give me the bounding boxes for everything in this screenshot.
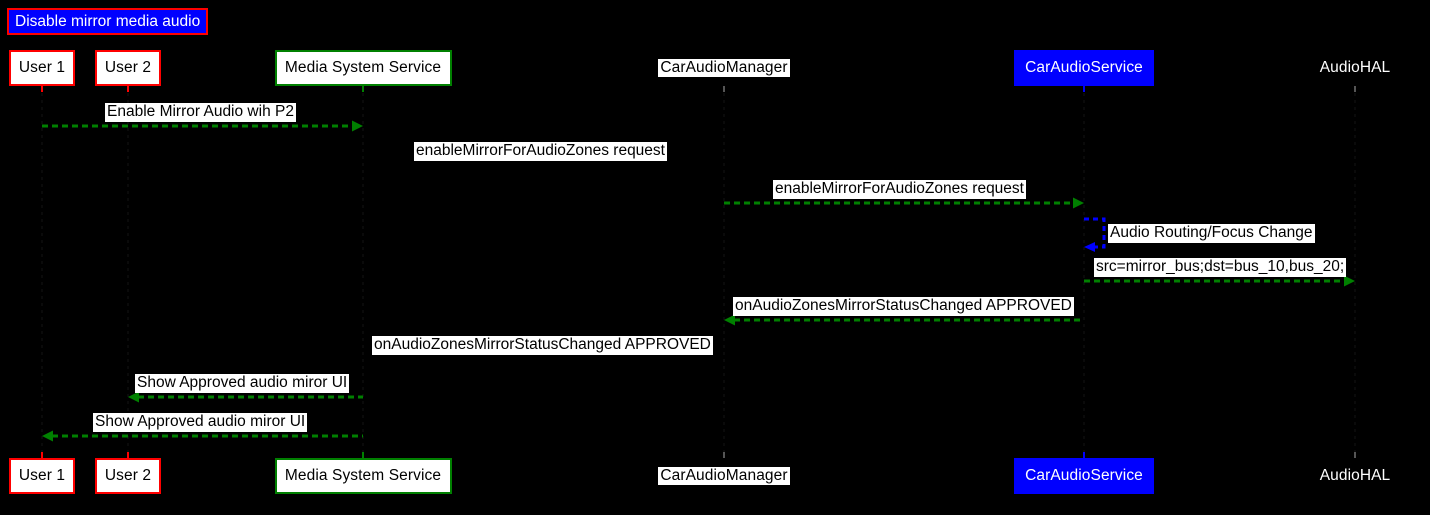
message-msg-show-approved-audio-miror-ui-1 — [128, 391, 363, 403]
participant-top-car-audio-service[interactable]: CarAudioService — [1014, 50, 1154, 86]
message-label-msg-enable-mirror-for-audio-zones-request-2: enableMirrorForAudioZones request — [773, 180, 1026, 199]
message-msg-enable-mirror-audio-wih-p2 — [42, 120, 363, 132]
message-msg-src-mirror-bus — [1084, 275, 1355, 287]
participant-label: Media System Service — [284, 59, 442, 77]
message-msg-audio-routing-focus-change — [1084, 217, 1106, 252]
participant-top-user2[interactable]: User 2 — [95, 50, 161, 86]
participant-label: User 2 — [104, 59, 152, 77]
participant-bottom-car-audio-service[interactable]: CarAudioService — [1014, 458, 1154, 494]
diagram-title-badge: Disable mirror media audio — [7, 8, 209, 35]
participant-label: AudioHAL — [1317, 467, 1393, 485]
participant-bottom-audio-hal[interactable]: AudioHAL — [1155, 458, 1430, 494]
message-label-msg-show-approved-audio-miror-ui-1: Show Approved audio miror UI — [135, 374, 350, 393]
participant-label: CarAudioManager — [658, 59, 790, 77]
participant-label: User 1 — [18, 59, 66, 77]
message-label-msg-on-audio-zones-mirror-status-changed-approved-1: onAudioZonesMirrorStatusChanged APPROVED — [733, 297, 1074, 316]
message-label-msg-src-mirror-bus: src=mirror_bus;dst=bus_10,bus_20; — [1094, 258, 1347, 277]
participant-bottom-media-system-service[interactable]: Media System Service — [274, 458, 452, 494]
message-label-msg-enable-mirror-audio-wih-p2: Enable Mirror Audio wih P2 — [105, 103, 296, 122]
diagram-title-text: Disable mirror media audio — [15, 12, 201, 30]
participant-label: CarAudioService — [1025, 467, 1143, 485]
message-msg-show-approved-audio-miror-ui-2 — [42, 430, 363, 442]
message-label-msg-enable-mirror-for-audio-zones-request-1: enableMirrorForAudioZones request — [414, 142, 667, 161]
participant-top-media-system-service[interactable]: Media System Service — [274, 50, 452, 86]
participant-bottom-car-audio-manager[interactable]: CarAudioManager — [524, 458, 924, 494]
participant-label: CarAudioService — [1025, 59, 1143, 77]
participant-top-audio-hal[interactable]: AudioHAL — [1155, 50, 1430, 86]
participant-label: User 1 — [18, 467, 66, 485]
message-msg-on-audio-zones-mirror-status-changed-approved-1 — [724, 314, 1084, 326]
participant-label: Media System Service — [284, 467, 442, 485]
message-label-msg-on-audio-zones-mirror-status-changed-approved-2: onAudioZonesMirrorStatusChanged APPROVED — [372, 336, 713, 355]
participant-bottom-user1[interactable]: User 1 — [9, 458, 75, 494]
participant-bottom-user2[interactable]: User 2 — [95, 458, 161, 494]
message-label-msg-show-approved-audio-miror-ui-2: Show Approved audio miror UI — [93, 413, 308, 432]
participant-label: User 2 — [104, 467, 152, 485]
participant-label: CarAudioManager — [658, 467, 790, 485]
participant-top-car-audio-manager[interactable]: CarAudioManager — [524, 50, 924, 86]
participant-top-user1[interactable]: User 1 — [9, 50, 75, 86]
message-label-msg-audio-routing-focus-change: Audio Routing/Focus Change — [1108, 224, 1315, 243]
message-msg-enable-mirror-for-audio-zones-request-2 — [724, 197, 1084, 209]
participant-label: AudioHAL — [1317, 59, 1393, 77]
